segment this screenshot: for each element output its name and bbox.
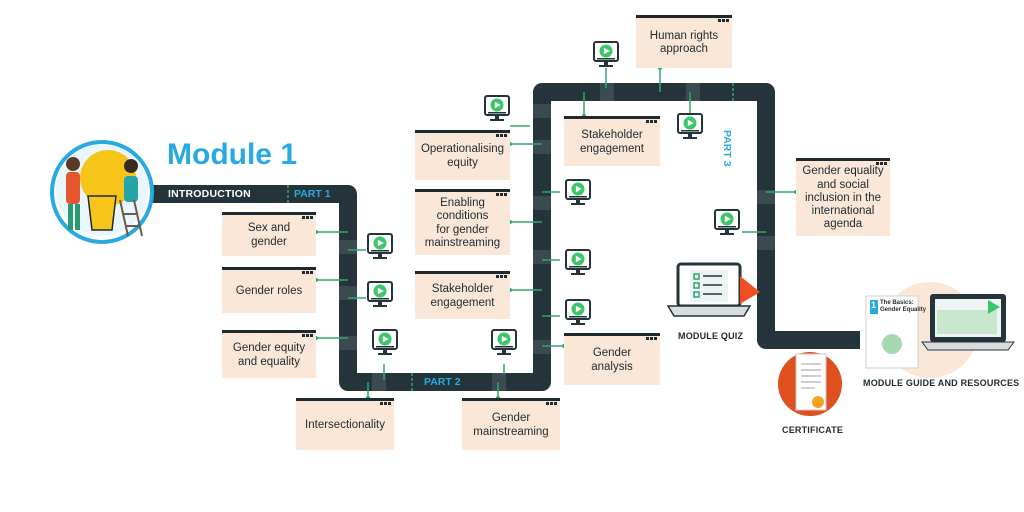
topic-label: Gender mainstreaming	[473, 412, 549, 438]
topic-card-gender-equality-international[interactable]: Gender equality and social inclusion in …	[796, 158, 890, 236]
guide-book-number: 1	[871, 300, 877, 310]
topic-label: Stakeholder engagement	[580, 129, 644, 155]
topic-card-human-rights-approach[interactable]: Human rights approach	[636, 15, 732, 68]
video-icon	[367, 233, 393, 260]
video-icon	[714, 209, 740, 236]
topic-card-gender-mainstreaming[interactable]: Gender mainstreaming	[462, 398, 560, 450]
certificate-icon[interactable]	[778, 352, 842, 416]
card-connectors	[316, 68, 796, 398]
module-quiz-label: MODULE QUIZ	[678, 331, 744, 341]
module-guide-icon[interactable]	[865, 282, 1015, 378]
module-guide-label: MODULE GUIDE AND RESOURCES	[863, 378, 1020, 388]
certificate-label: CERTIFICATE	[782, 425, 844, 435]
topic-card-enabling-conditions[interactable]: Enabling conditions for gender mainstrea…	[415, 189, 510, 255]
module-title: Module 1	[167, 138, 298, 171]
topic-card-operationalising-equity[interactable]: Operationalising equity	[415, 130, 510, 180]
introduction-label: INTRODUCTION	[168, 188, 251, 200]
topic-card-gender-equity-equality[interactable]: Gender equity and equality	[222, 330, 316, 378]
part-1-label: PART 1	[294, 188, 331, 200]
topic-label: Gender analysis	[591, 347, 633, 373]
topic-label: Enabling conditions for gender mainstrea…	[424, 197, 501, 249]
topic-label: Gender equity and equality	[232, 342, 306, 368]
topic-card-stakeholder-engagement-lower[interactable]: Stakeholder engagement	[415, 271, 510, 319]
video-icon	[491, 329, 517, 356]
video-icon	[372, 329, 398, 356]
topic-label: Stakeholder engagement	[430, 283, 495, 309]
video-icon	[484, 95, 510, 122]
video-icon	[565, 299, 591, 326]
topic-label: Operationalising equity	[420, 143, 505, 169]
video-icon	[565, 249, 591, 276]
topic-label: Intersectionality	[305, 418, 385, 431]
topic-card-gender-roles[interactable]: Gender roles	[222, 267, 316, 313]
topic-card-sex-and-gender[interactable]: Sex and gender	[222, 212, 316, 256]
video-icon	[593, 41, 619, 68]
part-2-label: PART 2	[424, 376, 461, 388]
guide-book-title: The Basics: Gender Equality	[880, 300, 927, 313]
intro-illustration	[50, 140, 154, 244]
topic-card-gender-analysis[interactable]: Gender analysis	[564, 333, 660, 385]
video-icon	[367, 281, 393, 308]
topic-label: Human rights approach	[649, 29, 719, 55]
video-icon	[565, 179, 591, 206]
topic-label: Gender equality and social inclusion in …	[802, 165, 884, 231]
topic-card-intersectionality[interactable]: Intersectionality	[296, 398, 394, 450]
video-icon	[677, 113, 703, 140]
part-3-label: PART 3	[721, 130, 733, 167]
topic-label: Gender roles	[235, 284, 303, 297]
module-quiz-icon[interactable]	[666, 262, 760, 317]
topic-card-stakeholder-engagement-upper[interactable]: Stakeholder engagement	[564, 116, 660, 166]
topic-label: Sex and gender	[247, 222, 291, 248]
